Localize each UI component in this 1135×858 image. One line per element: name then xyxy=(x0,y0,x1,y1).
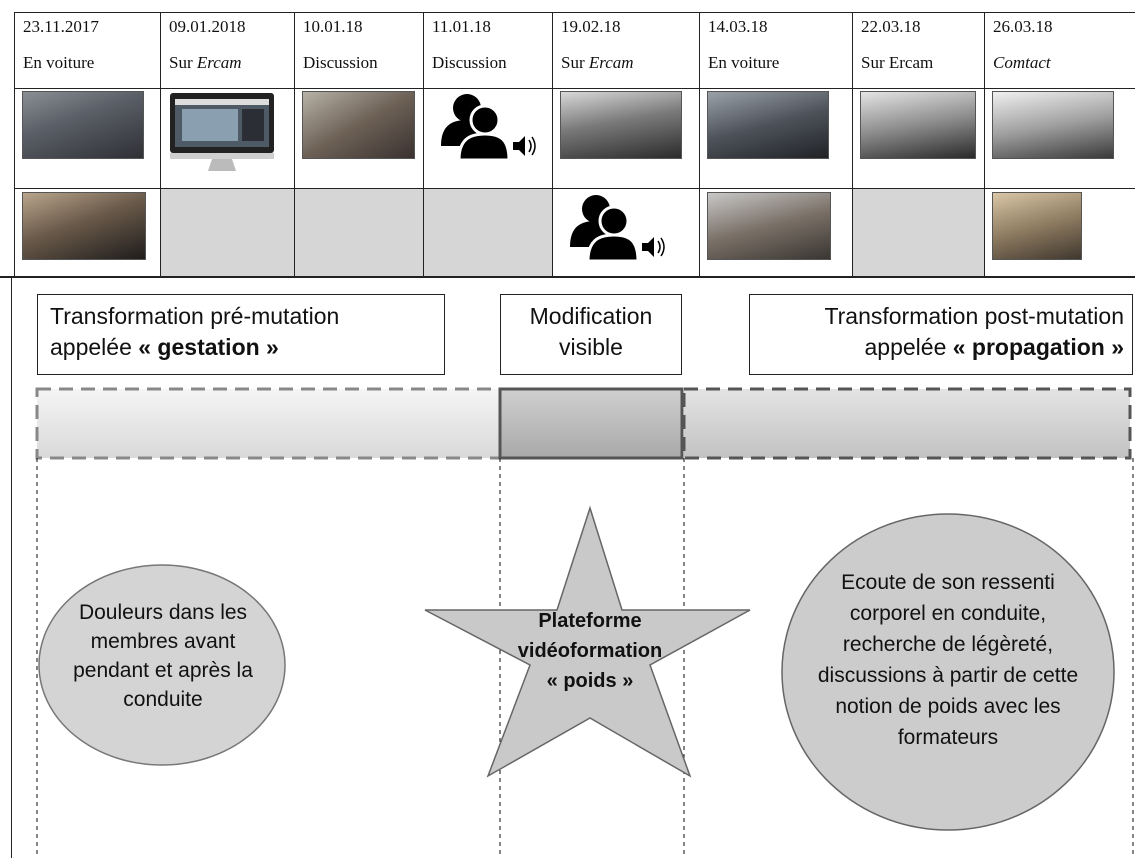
speaking-people-icon xyxy=(441,94,536,162)
column-date: 23.11.2017 xyxy=(23,17,99,36)
column-activity: Discussion xyxy=(432,53,507,72)
monitor-screenshot xyxy=(168,91,286,175)
column-date: 22.03.18 xyxy=(861,17,921,36)
empty-cell xyxy=(161,189,294,276)
phase-pre-prefix: appelée xyxy=(50,334,139,360)
phase-visible-line1: Modification xyxy=(529,303,653,329)
classroom-photo xyxy=(560,91,682,159)
row-divider xyxy=(14,188,1135,189)
bar-segment-propagation xyxy=(682,387,1132,460)
column-divider xyxy=(852,12,853,277)
column-date: 11.01.18 xyxy=(432,17,491,36)
monitor-icon xyxy=(170,93,274,171)
column-activity: Sur Ercam xyxy=(861,53,934,72)
phase-pre-box: Transformation pré-mutation appelée « ge… xyxy=(37,294,445,375)
column-date: 10.01.18 xyxy=(303,17,363,36)
column-divider xyxy=(552,12,553,277)
column-divider xyxy=(160,12,161,277)
phase-post-name: « propagation » xyxy=(952,334,1124,360)
computer-room-photo xyxy=(860,91,976,159)
phase-visible-box: Modification visible xyxy=(500,294,682,375)
column-activity: Comtact xyxy=(993,53,1051,72)
phase-post-prefix: appelée xyxy=(864,334,953,360)
speaking-people-icon xyxy=(562,191,670,265)
table-bottom-line xyxy=(0,276,1135,278)
star-text: Plateforme vidéoformation « poids » xyxy=(517,610,663,692)
column-date: 26.03.18 xyxy=(993,17,1053,36)
interview-photo xyxy=(302,91,415,159)
empty-cell xyxy=(424,189,552,276)
gestation-bubble xyxy=(38,564,286,766)
empty-cell xyxy=(295,189,423,276)
propagation-text: Ecoute de son ressenti corporel en condu… xyxy=(817,571,1079,749)
meeting-room-photo xyxy=(992,192,1082,260)
phase-visible-line2: visible xyxy=(559,334,623,360)
laptop-discussion-photo xyxy=(707,192,831,260)
car-interior-photo xyxy=(707,91,829,159)
speaking-people-icon xyxy=(433,90,541,164)
phase-pre-line1: Transformation pré-mutation xyxy=(50,303,340,329)
column-activity: En voiture xyxy=(708,53,780,72)
empty-cell xyxy=(853,189,984,276)
column-date: 09.01.2018 xyxy=(169,17,246,36)
phase-post-box: Transformation post-mutation appelée « p… xyxy=(749,294,1133,375)
phase-post-line1: Transformation post-mutation xyxy=(824,303,1124,329)
row-divider xyxy=(14,88,1135,89)
phase-pre-name: « gestation » xyxy=(138,334,279,360)
column-activity: Sur Ercam xyxy=(169,53,242,72)
bar-segment-visible xyxy=(498,387,684,460)
presentation-photo xyxy=(992,91,1114,159)
column-activity: Sur Ercam xyxy=(561,53,634,72)
bar-segment-gestation xyxy=(35,387,502,460)
column-activity: En voiture xyxy=(23,53,95,72)
column-date: 14.03.18 xyxy=(708,17,768,36)
column-activity: Discussion xyxy=(303,53,378,72)
column-divider xyxy=(699,12,700,277)
propagation-bubble xyxy=(781,513,1115,831)
car-driving-photo xyxy=(22,91,144,159)
column-divider xyxy=(984,12,985,277)
column-date: 19.02.18 xyxy=(561,17,621,36)
visible-star xyxy=(424,505,751,778)
page-left-border xyxy=(11,276,12,858)
laptop-video-photo xyxy=(22,192,146,260)
speaking-people-icon xyxy=(570,195,665,263)
column-divider xyxy=(294,12,295,277)
gestation-text: Douleurs dans les membres avant pendant … xyxy=(73,601,253,711)
column-divider xyxy=(423,12,424,277)
